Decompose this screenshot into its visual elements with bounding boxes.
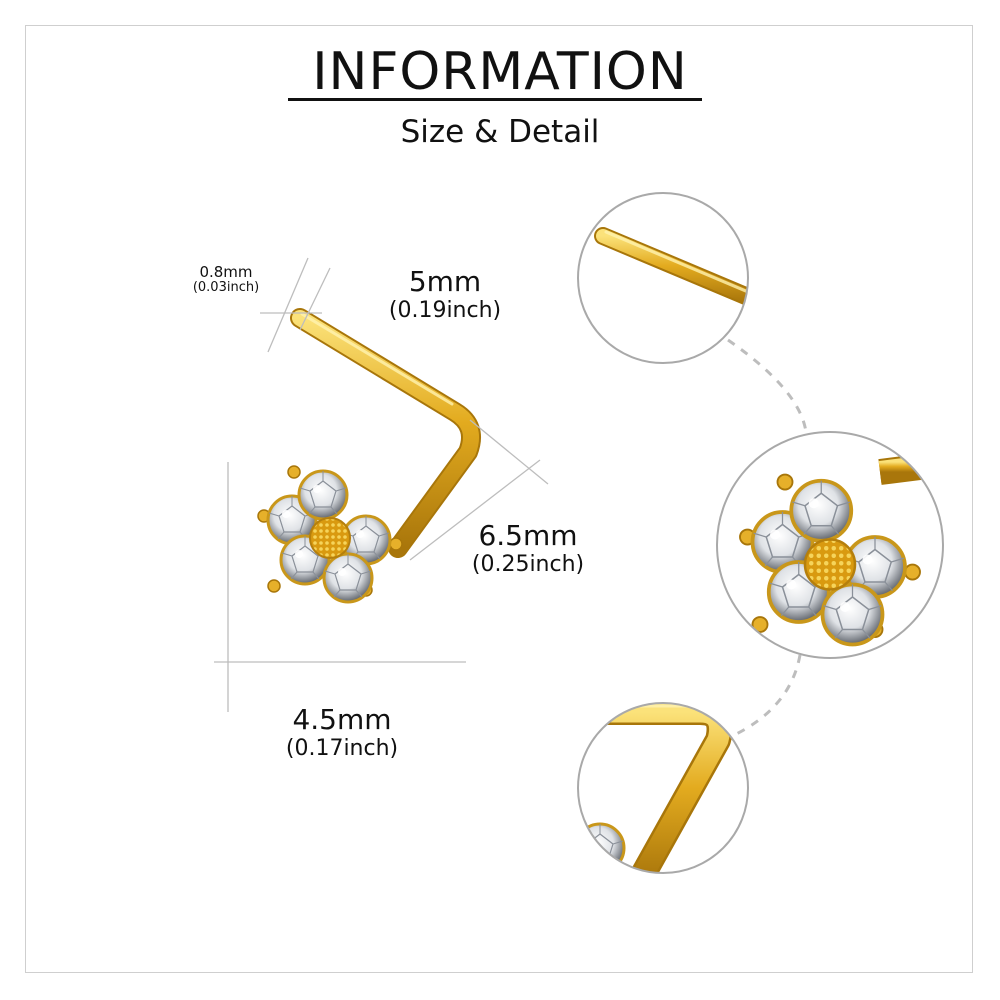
gauge-mm: 0.8mm bbox=[199, 263, 253, 281]
top-width-label: 4.5mm (0.17inch) bbox=[262, 703, 422, 762]
connector-dashes-top bbox=[727, 338, 808, 433]
frame-border bbox=[25, 25, 973, 973]
page-title: INFORMATION bbox=[312, 42, 688, 102]
detail-circle-bar-end bbox=[577, 192, 749, 364]
gauge-dimension-label: 0.8mm (0.03inch) bbox=[176, 263, 276, 296]
top-width-mm: 4.5mm bbox=[292, 703, 392, 736]
detail-circle-flower bbox=[716, 431, 944, 659]
nose-stud-main bbox=[258, 308, 481, 602]
post-length-inch: (0.25inch) bbox=[471, 552, 585, 578]
bar-length-mm: 5mm bbox=[408, 265, 482, 298]
bar-length-label: 5mm (0.19inch) bbox=[360, 265, 530, 324]
dimension-guides bbox=[214, 257, 549, 712]
gem-stone-partial bbox=[578, 822, 626, 873]
post-length-label: 6.5mm (0.25inch) bbox=[448, 519, 608, 578]
gauge-inch: (0.03inch) bbox=[192, 280, 260, 296]
connector-dashes-bottom bbox=[727, 654, 802, 740]
page-subtitle: Size & Detail bbox=[400, 114, 600, 150]
top-width-inch: (0.17inch) bbox=[285, 736, 399, 762]
flower-top bbox=[258, 466, 402, 602]
post-length-mm: 6.5mm bbox=[478, 519, 578, 552]
title-underline bbox=[288, 98, 702, 101]
bar-length-inch: (0.19inch) bbox=[388, 298, 502, 324]
detail-circle-bend bbox=[577, 702, 749, 874]
